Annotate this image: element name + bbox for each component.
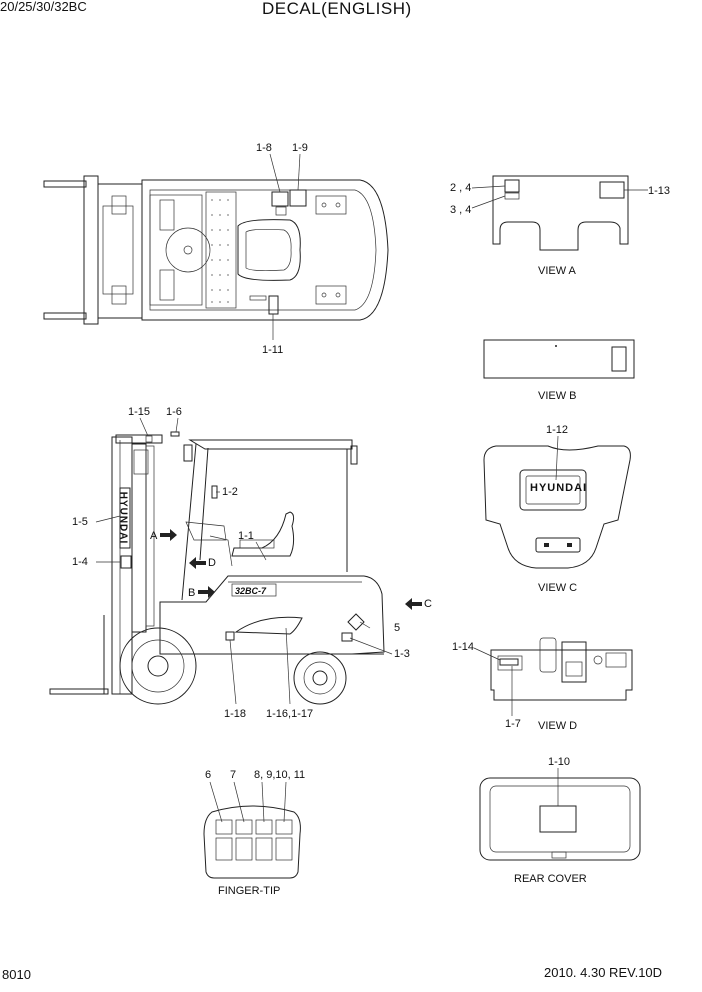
view-d-caption: VIEW D [538, 720, 578, 732]
rear-cover-caption: REAR COVER [514, 873, 587, 885]
callout-5: 5 [394, 622, 401, 634]
callout-1-9: 1-9 [292, 142, 308, 154]
callout-1-2: 1-2 [222, 486, 238, 498]
callout-6: 6 [205, 769, 212, 781]
date-revision: 2010. 4.30 REV.10D [544, 965, 663, 980]
view-b-caption: VIEW B [538, 390, 577, 402]
callout-1-7: 1-7 [505, 718, 521, 730]
view-c-caption: VIEW C [538, 582, 578, 594]
callout-1-6: 1-6 [166, 406, 182, 418]
callout-1-16-1-17: 1-16,1-17 [266, 708, 314, 720]
callout-1-12: 1-12 [546, 424, 569, 436]
callout-view-c: C [424, 598, 432, 610]
callout-1-4: 1-4 [72, 556, 88, 568]
callout-1-15: 1-15 [128, 406, 151, 418]
page-title: DECAL(ENGLISH) [262, 0, 412, 18]
view-c-drawing [483, 435, 631, 569]
forklift-top-view [43, 153, 389, 340]
view-a-caption: VIEW A [538, 265, 576, 277]
view-b-drawing [483, 339, 635, 379]
callout-view-a: A [150, 530, 158, 542]
view-a-drawing [471, 175, 648, 251]
hood-decal-text: HYUNDAI [530, 482, 588, 494]
callout-7: 7 [230, 769, 237, 781]
callout-1-1: 1-1 [238, 530, 254, 542]
callout-1-13: 1-13 [648, 185, 671, 197]
page-number: 8010 [2, 967, 31, 982]
callout-1-11: 1-11 [262, 344, 284, 356]
view-d-drawing [473, 637, 633, 716]
model-header: 20/25/30/32BC [0, 0, 87, 14]
callout-1-14: 1-14 [452, 641, 475, 653]
forklift-side-view [49, 417, 422, 705]
rear-cover-drawing [479, 768, 641, 861]
callout-8-11: 8, 9,10, 11 [254, 769, 306, 781]
finger-tip-caption: FINGER-TIP [218, 885, 281, 897]
callout-1-10: 1-10 [548, 756, 571, 768]
callout-view-d: D [208, 557, 216, 569]
callout-1-3: 1-3 [394, 648, 410, 660]
mast-decal-text: HYUNDAI [117, 491, 129, 545]
callout-1-5: 1-5 [72, 516, 88, 528]
callout-3-4: 3 , 4 [450, 204, 472, 216]
model-badge-text: 32BC-7 [235, 586, 267, 596]
callout-1-8: 1-8 [256, 142, 272, 154]
finger-tip-drawing [203, 781, 301, 879]
callout-1-18: 1-18 [224, 708, 247, 720]
callout-view-b: B [188, 587, 196, 599]
callout-2-4: 2 , 4 [450, 182, 472, 194]
